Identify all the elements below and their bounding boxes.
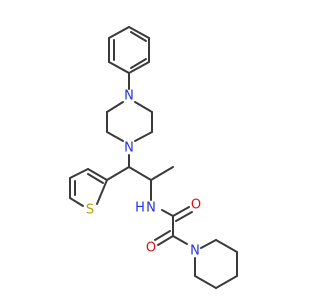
atom-n-piperidine: N xyxy=(190,244,200,259)
bond-amide-co xyxy=(172,206,190,217)
molecule-canvas: N N S N H O O N xyxy=(69,26,238,289)
piperidine-ring xyxy=(194,239,238,289)
atom-o-keto: O xyxy=(146,241,156,256)
bond-amide-co-double xyxy=(175,211,193,222)
bond-ch-thiophene xyxy=(106,166,130,181)
structure-diagram: N N S N H O O N xyxy=(69,26,238,289)
thiophene-ring xyxy=(69,168,108,207)
phenyl-ring xyxy=(108,26,150,74)
atom-h-amide: H xyxy=(135,201,145,216)
atom-o-amide: O xyxy=(191,198,201,213)
bond-methyl xyxy=(150,166,174,181)
bond-carbonyl-piperidine xyxy=(172,235,188,245)
atom-s-thiophene: S xyxy=(86,203,94,218)
piperazine-ring xyxy=(106,101,153,142)
bond-keto-co-double xyxy=(154,230,171,241)
atom-n-amide: N xyxy=(146,201,156,216)
bond-ch-ch xyxy=(128,166,152,181)
atom-n-piperazine-top: N xyxy=(124,89,134,104)
bond-keto-co xyxy=(157,235,174,246)
bond-nh-carbonyl xyxy=(161,209,174,217)
atom-n-piperazine-bottom: N xyxy=(124,141,134,156)
